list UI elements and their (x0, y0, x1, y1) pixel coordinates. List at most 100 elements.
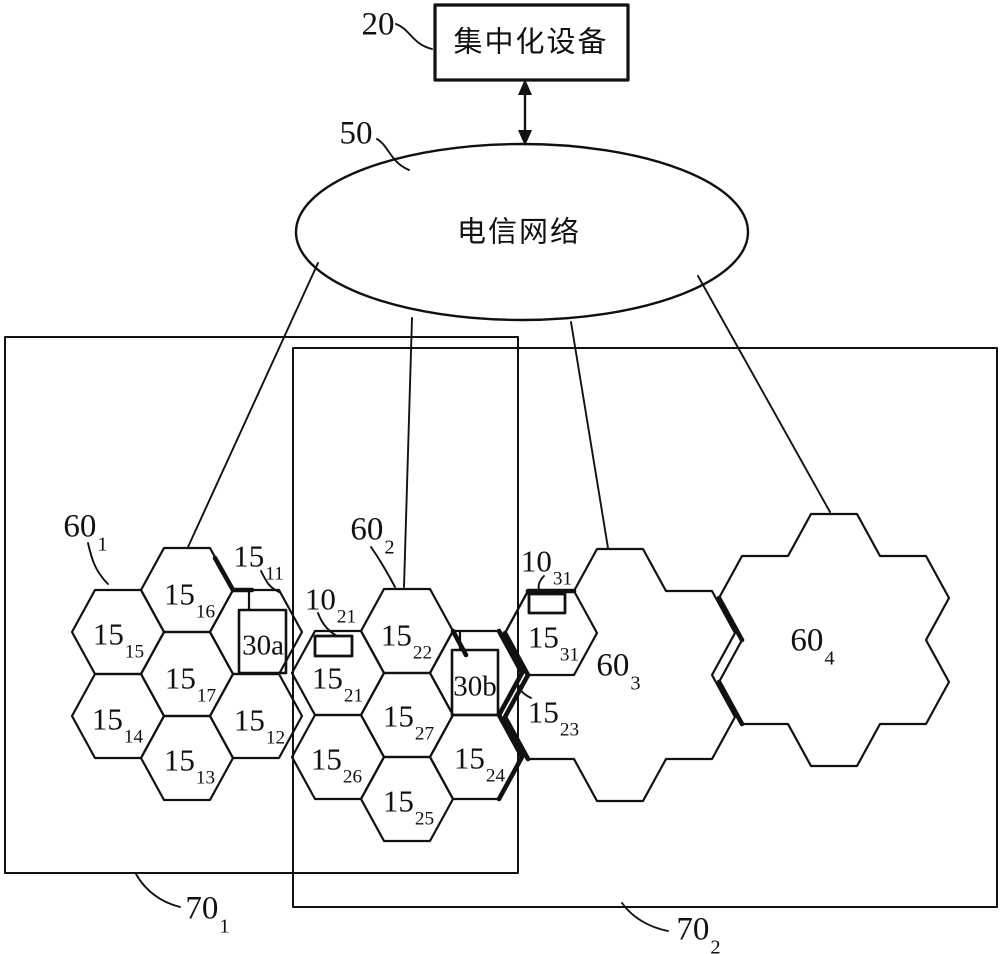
cell-label-15-15: 1515 (92, 616, 144, 662)
cell-label-15-14: 1514 (91, 701, 143, 747)
cell-15-25-hexagon (359, 755, 455, 843)
cell-label-15-12: 1512 (233, 702, 285, 748)
label-sub: 21 (336, 606, 357, 628)
telecom-network-ellipse (294, 142, 750, 322)
leader-10-31 (537, 575, 545, 595)
cell-15-13-hexagon (139, 714, 235, 802)
label-sub: 2 (710, 936, 721, 954)
arrowhead-up-icon (518, 79, 532, 95)
label-main: 10 (304, 581, 336, 617)
base-station-30b-rect (450, 648, 500, 717)
bold-segment (716, 679, 745, 727)
label-main: 60 (350, 511, 384, 548)
cell-label-15-23: 1523 (527, 694, 579, 740)
link-to-cluster-60-3 (570, 321, 609, 549)
network-links (187, 262, 831, 588)
label-main: 15 (310, 741, 342, 777)
reference-leaders (87, 23, 669, 932)
label-sub: 31 (552, 568, 573, 590)
label-main: 15 (163, 742, 195, 778)
telecom-network-label: 电信网络 (457, 218, 581, 248)
bold-segment (212, 555, 255, 593)
cell-label-15-26: 1526 (310, 741, 362, 787)
cell-label-15-16: 1516 (163, 576, 215, 622)
label-main: 15 (453, 740, 485, 776)
label-main: 15 (163, 576, 195, 612)
label-sub: 24 (485, 765, 506, 787)
label-main: 15 (527, 619, 559, 655)
bold-segment (502, 630, 531, 678)
label-main: 15 (382, 783, 414, 819)
cluster-label-60-1: 601 (63, 508, 107, 554)
label-main: 15 (380, 617, 412, 653)
label-sub: 4 (824, 647, 835, 670)
label-main: 15 (382, 698, 414, 734)
base-station-label-30a: 30a (242, 631, 284, 661)
label-sub: 1 (97, 533, 108, 556)
link-to-cluster-60-2 (403, 317, 413, 588)
label-main: 15 (91, 701, 123, 737)
terminal-label-10-31: 1031 (520, 543, 572, 589)
label-sub: 14 (123, 726, 144, 748)
cluster-label-60-3: 603 (596, 647, 640, 693)
label-main: 30b (453, 670, 497, 703)
cell-label-15-27: 1527 (382, 698, 434, 744)
leader-20 (395, 23, 433, 50)
bold-segment (496, 712, 525, 802)
label-sub: 13 (195, 767, 216, 789)
bold-segment (496, 628, 525, 718)
area-label-70-2: 702 (676, 911, 720, 954)
label-main: 15 (92, 616, 124, 652)
label-main: 60 (790, 622, 824, 659)
label-sub: 16 (195, 601, 216, 623)
terminal-10-31-rect (527, 592, 567, 615)
base-station-30a-rect (237, 608, 288, 675)
centralized-device-box (433, 3, 630, 82)
ref-50-text: 50 (339, 115, 373, 152)
label-main: 70 (185, 890, 219, 927)
arrowhead-down-icon (518, 130, 532, 146)
cluster-60-4-outline (717, 512, 951, 768)
coverage-area-70-2-rect (292, 347, 998, 908)
ref-label-50: 50 (339, 115, 373, 152)
label-main: 15 (311, 660, 343, 696)
leader-10-21 (317, 612, 338, 637)
cluster-label-60-2: 602 (350, 511, 394, 557)
ref-label-20: 20 (361, 6, 395, 43)
cell-label-15-21: 1521 (311, 660, 363, 706)
label-main: 15 (527, 694, 559, 730)
cell-label-15-25: 1525 (382, 783, 434, 829)
label-main: 60 (63, 508, 97, 545)
label-sub: 31 (559, 644, 580, 666)
bold-segment (716, 595, 745, 643)
label-sub: 25 (414, 808, 435, 830)
label-sub: 3 (630, 672, 641, 695)
link-to-cluster-60-1 (187, 262, 319, 548)
base-station-label-30b: 30b (453, 670, 497, 703)
terminal-10-21-rect (313, 634, 354, 658)
label-main: 60 (596, 647, 630, 684)
leader-15-11 (260, 570, 280, 593)
label-sub: 23 (559, 719, 580, 741)
leader-70-2 (621, 902, 669, 932)
label-main: 15 (233, 702, 265, 738)
label-sub: 27 (414, 723, 435, 745)
bidirectional-arrow (518, 79, 532, 146)
label-main: 70 (676, 911, 710, 948)
cell-label-15-24: 1524 (453, 740, 505, 786)
label-sub: 17 (196, 685, 217, 707)
label-main: 15 (233, 538, 265, 574)
cell-label-15-31: 1531 (527, 619, 579, 665)
area-label-70-1: 701 (185, 890, 229, 936)
leader-60-1 (87, 542, 109, 585)
label-sub: 15 (124, 641, 145, 663)
leader-70-1 (135, 873, 181, 908)
label-sub: 1 (219, 915, 230, 938)
cell-label-15-13: 1513 (163, 742, 215, 788)
coverage-area-70-1-rect (4, 336, 519, 874)
ref-20-text: 20 (361, 6, 395, 43)
label-main: 10 (520, 543, 552, 579)
leader-50 (376, 138, 410, 171)
